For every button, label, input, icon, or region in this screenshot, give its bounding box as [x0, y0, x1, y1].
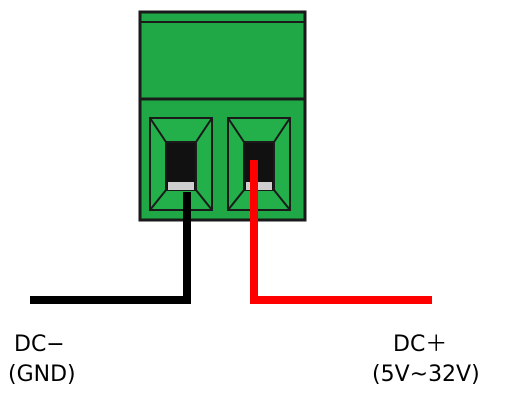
positive-wire	[250, 160, 432, 304]
terminal-slot-positive	[227, 117, 291, 211]
terminal-block-icon	[138, 10, 307, 222]
negative-label: DC−	[14, 332, 65, 357]
positive-label: DC＋	[393, 332, 448, 357]
terminal-slot-negative	[149, 117, 213, 211]
negative-sublabel: (GND)	[8, 362, 76, 387]
positive-sublabel: (5V~32V)	[372, 362, 480, 387]
negative-wire	[30, 192, 191, 304]
